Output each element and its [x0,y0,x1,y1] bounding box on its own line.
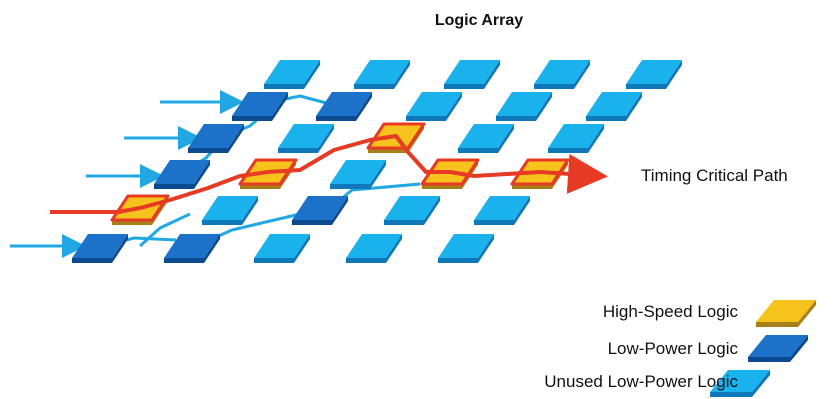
tile-r6-c1 [72,234,128,263]
tile-r5-c4 [384,196,440,225]
tile-r4-c1 [154,160,210,189]
logic-tiles [72,60,816,397]
tile-r2-c4 [496,92,552,121]
tile-r1-c5 [626,60,682,89]
tile-r5-c5 [474,196,530,225]
tile-r3-c5 [548,124,604,153]
tile-r6-c3 [254,234,310,263]
tile-r6-c5 [438,234,494,263]
legend-low-power-icon [748,335,808,362]
tile-r1-c2 [354,60,410,89]
wire [138,212,191,248]
tile-r1-c3 [444,60,500,89]
tile-r4-c3 [330,160,386,189]
tile-r2-c5 [586,92,642,121]
tile-r1-c4 [534,60,590,89]
legend-unused-icon [710,370,770,397]
tile-r2-c2 [316,92,372,121]
timing-critical-path-label: Timing Critical Path [641,166,788,185]
tile-r2-c1 [232,92,288,121]
legend-low-power-label: Low-Power Logic [607,339,738,358]
tile-r5-c3 [292,196,348,225]
tile-r3-c1 [188,124,244,153]
tile-r5-c2 [202,196,258,225]
tile-r1-c1 [264,60,320,89]
diagram-title: Logic Array [434,12,524,29]
tile-r6-c4 [346,234,402,263]
critical-path-line [50,134,608,214]
tile-r3-c2 [278,124,334,153]
legend-high-speed-label: High-Speed Logic [602,302,738,321]
timing-critical-path [50,134,608,214]
legend-high-speed-icon [756,300,816,327]
tile-r6-c2 [164,234,220,263]
tile-r3-c4 [458,124,514,153]
tile-r2-c3 [406,92,462,121]
legend-unused-label: Unused Low-Power Logic [544,372,738,391]
